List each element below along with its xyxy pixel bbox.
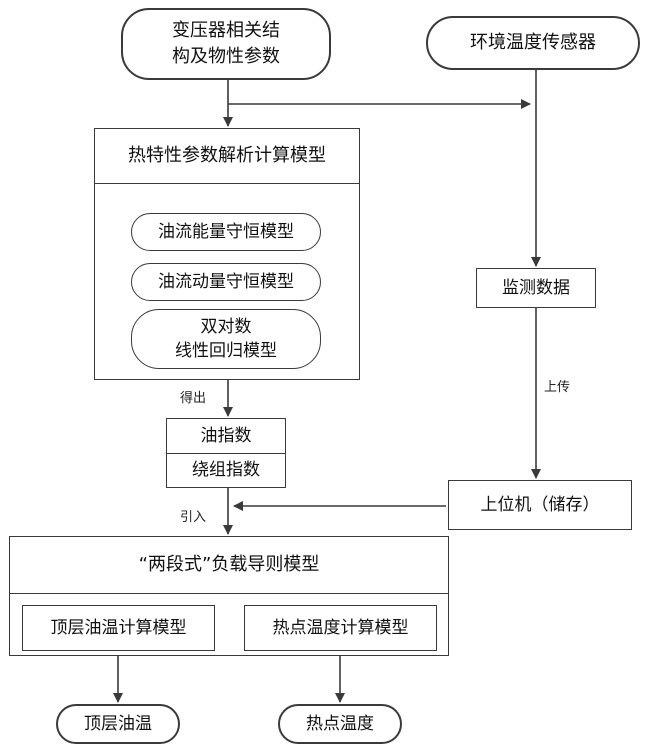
- host-node: 上位机（储存）: [448, 480, 632, 530]
- two-stage-container: “两段式”负载导则模型 顶层油温计算模型 热点温度计算模型: [9, 536, 449, 656]
- structure-params-line2: 构及物性参数: [172, 44, 280, 70]
- oil-momentum-label: 油流动量守恒模型: [158, 270, 294, 294]
- edge-label-upload: 上传: [544, 376, 570, 395]
- top-oil-model-label: 顶层油温计算模型: [51, 616, 187, 640]
- regression-line2: 线性回归模型: [175, 339, 277, 363]
- ambient-sensor-node: 环境温度传感器: [426, 16, 640, 70]
- monitor-data-node: 监测数据: [476, 268, 596, 308]
- hotspot-temp-label: 热点温度: [306, 712, 374, 736]
- index-box: 油指数 绕组指数: [166, 418, 286, 488]
- top-oil-model-node: 顶层油温计算模型: [22, 605, 215, 651]
- regression-line1: 双对数: [201, 315, 252, 339]
- hotspot-temp-node: 热点温度: [278, 704, 402, 744]
- hotspot-model-label: 热点温度计算模型: [273, 616, 409, 640]
- ambient-sensor-label: 环境温度传感器: [470, 30, 596, 56]
- edge-label-derive: 得出: [180, 387, 206, 406]
- thermal-model-title: 热特性参数解析计算模型: [95, 129, 359, 184]
- host-label: 上位机（储存）: [481, 493, 600, 517]
- oil-index-cell: 油指数: [167, 419, 285, 454]
- two-stage-title-text: “两段式”负载导则模型: [139, 552, 320, 578]
- hotspot-model-node: 热点温度计算模型: [244, 605, 437, 651]
- top-oil-temp-node: 顶层油温: [56, 704, 180, 744]
- winding-index-cell: 绕组指数: [167, 453, 285, 487]
- structure-params-node: 变压器相关结 构及物性参数: [121, 8, 331, 80]
- top-oil-temp-label: 顶层油温: [84, 712, 152, 736]
- structure-params-line1: 变压器相关结: [172, 18, 280, 44]
- winding-index-label: 绕组指数: [192, 458, 260, 482]
- monitor-data-label: 监测数据: [502, 276, 570, 300]
- oil-index-label: 油指数: [201, 424, 252, 448]
- edge-label-introduce: 引入: [180, 506, 206, 525]
- regression-node: 双对数 线性回归模型: [131, 309, 321, 369]
- oil-momentum-node: 油流动量守恒模型: [131, 263, 321, 301]
- thermal-model-container: 热特性参数解析计算模型 油流能量守恒模型 油流动量守恒模型 双对数 线性回归模型: [94, 128, 360, 380]
- two-stage-title: “两段式”负载导则模型: [10, 537, 448, 594]
- oil-energy-node: 油流能量守恒模型: [131, 213, 321, 251]
- thermal-model-title-text: 热特性参数解析计算模型: [128, 143, 326, 169]
- oil-energy-label: 油流能量守恒模型: [158, 220, 294, 244]
